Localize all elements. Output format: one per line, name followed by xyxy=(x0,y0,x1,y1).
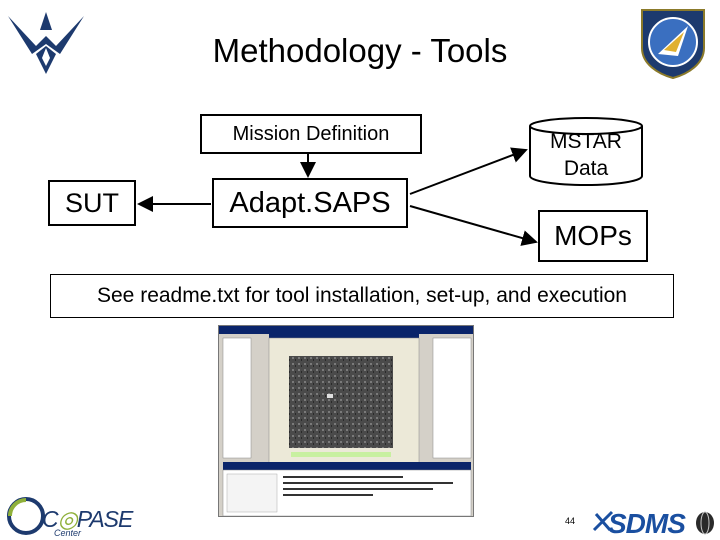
compass-wordmark-left: C xyxy=(42,506,59,532)
sut-box: SUT xyxy=(48,180,136,226)
sdms-globe-icon xyxy=(696,511,714,535)
mstar-data-label: MSTAR Data xyxy=(528,128,644,182)
compass-wordmark-right: PASE xyxy=(76,506,134,532)
air-force-logo xyxy=(8,12,84,74)
arrow-adapt-to-mops xyxy=(409,205,538,246)
mstar-label-line1: MSTAR xyxy=(550,130,622,153)
application-screenshot xyxy=(218,325,474,517)
mops-box: MOPs xyxy=(538,210,648,262)
compass-wordmark: C◎PASE xyxy=(42,506,134,533)
mstar-data-cylinder xyxy=(529,117,643,186)
screenshot-graphic xyxy=(219,326,473,516)
mstar-label-line2: Data xyxy=(563,157,609,180)
sdms-swoosh-icon xyxy=(592,510,614,532)
slide-title: Methodology - Tools xyxy=(212,32,508,69)
arrow-adapt-to-mstar xyxy=(409,147,528,195)
compass-logo-icon xyxy=(7,497,45,535)
command-seal-logo xyxy=(641,9,705,80)
compass-wordmark-o-icon: ◎ xyxy=(57,506,78,532)
compass-center-subtitle: Center xyxy=(54,528,82,538)
page-number: 44 xyxy=(564,516,575,526)
adapt-saps-box: Adapt.SAPS xyxy=(212,178,408,228)
mission-definition-box: Mission Definition xyxy=(200,114,422,154)
readme-note: See readme.txt for tool installation, se… xyxy=(50,274,674,318)
sdms-logo: SDMS xyxy=(608,508,686,539)
